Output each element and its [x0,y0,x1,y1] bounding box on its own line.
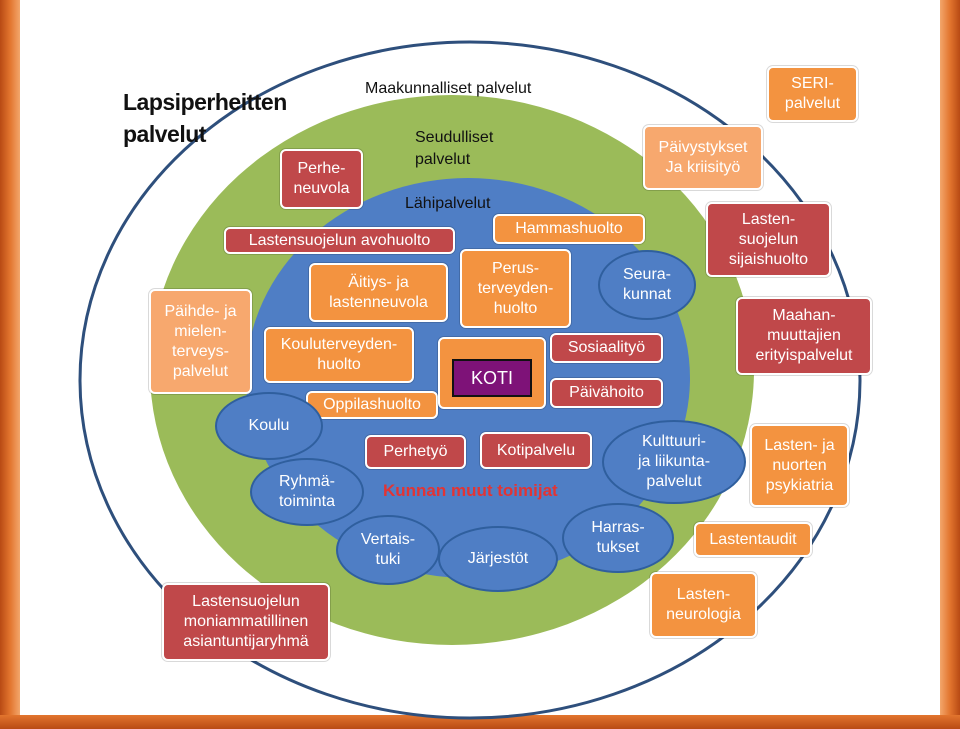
vertaistuki-ellipse: Vertais- tuki [336,515,440,585]
sosiaalityo-box: Sosiaalityö [550,333,663,363]
lastenpsykiatria-box: Lasten- ja nuorten psykiatria [750,424,849,507]
seurakunnat-ellipse: Seura- kunnat [598,250,696,320]
maahanmuuttajien-box: Maahan- muuttajien erityispalvelut [736,297,872,375]
koulu-ellipse: Koulu [215,392,323,460]
kulttuuri-liikunta-ellipse: Kulttuuri- ja liikunta- palvelut [602,420,746,504]
koti-frame: KOTI [438,337,546,409]
lastentaudit-box: Lastentaudit [694,522,812,557]
kouluterveydenhuolto-box: Kouluterveyden- huolto [264,327,414,383]
page-title: Lapsiperheitten palvelut [123,89,287,147]
sijaishuolto-box: Lasten- suojelun sijaishuolto [706,202,831,277]
perhetyo-box: Perhetyö [365,435,466,469]
harrastukset-ellipse: Harras- tukset [562,503,674,573]
paihde-mielenterveys-box: Päihde- ja mielen- terveys- palvelut [149,289,252,394]
ryhmatoiminta-ellipse: Ryhmä- toiminta [250,458,364,526]
kotipalvelu-box: Kotipalvelu [480,432,592,469]
frame-bottom-bar [0,715,960,729]
hammashuolto-box: Hammashuolto [493,214,645,244]
aitiys-lastenneuvola-box: Äitiys- ja lastenneuvola [309,263,448,322]
outer-ring-label: Maakunnalliset palvelut [365,80,532,97]
paivystykset-box: Päivystykset Ja kriisityö [643,125,763,190]
perheneuvola-box: Perhe- neuvola [280,149,363,209]
seri-box: SERI- palvelut [767,66,858,122]
paivahoito-box: Päivähoito [550,378,663,408]
middle-ring-label: Seudulliset palvelut [415,129,494,168]
lastensuojelun-avohuolto-box: Lastensuojelun avohuolto [224,227,455,254]
lastenneurologia-box: Lasten- neurologia [650,572,757,638]
jarjestot-ellipse: Järjestöt [438,526,558,592]
kunnan-muut-toimijat-label: Kunnan muut toimijat [383,481,558,500]
inner-ring-label: Lähipalvelut [405,195,491,212]
oppilashuolto-box: Oppilashuolto [306,391,438,419]
frame-right-bar [940,0,960,729]
koti-center: KOTI [452,359,532,397]
moniammatillinen-box: Lastensuojelun moniammatillinen asiantun… [162,583,330,661]
frame-left-bar [0,0,20,729]
perusterveydenhuolto-box: Perus- terveyden- huolto [460,249,571,328]
